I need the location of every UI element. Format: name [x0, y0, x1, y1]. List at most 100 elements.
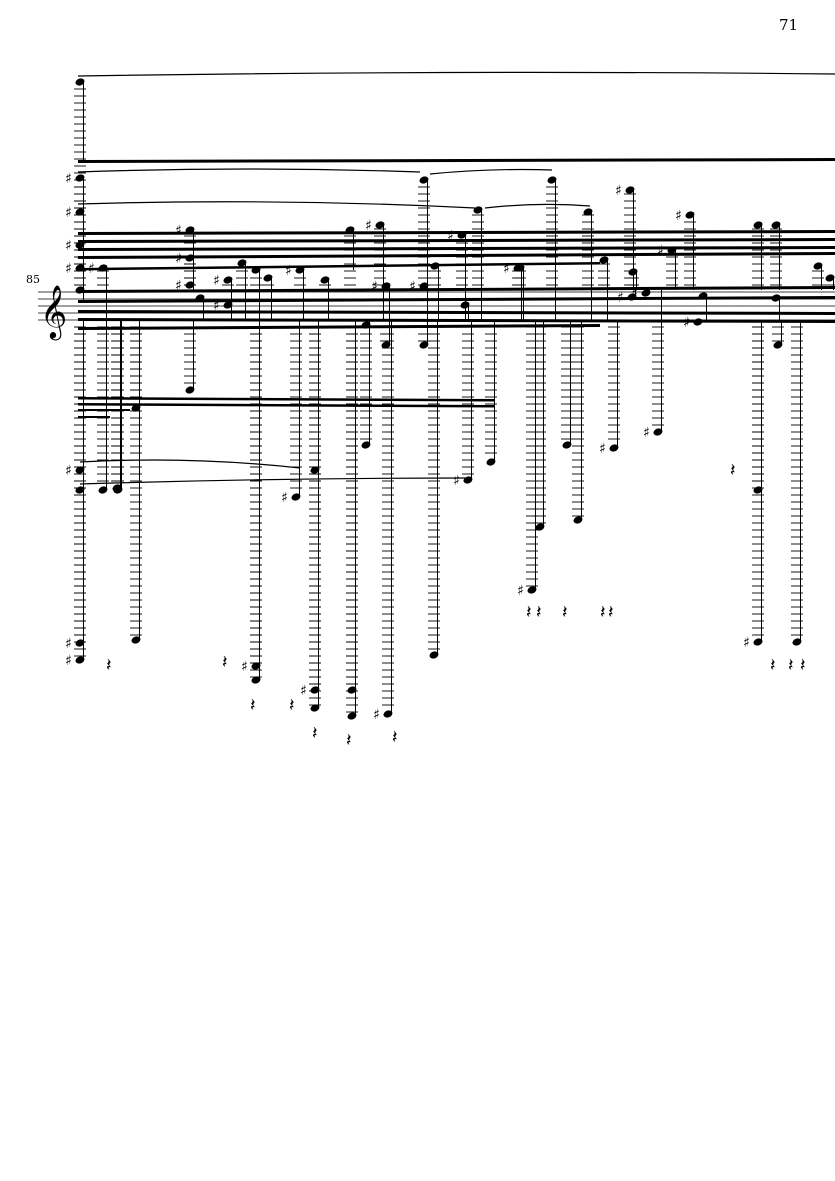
treble-clef-icon: 𝄞 — [40, 284, 67, 340]
sharp-icon: ♯ — [65, 205, 72, 221]
notehead — [381, 341, 391, 349]
sharp-icon: ♯ — [643, 425, 650, 441]
beam — [78, 252, 835, 259]
sharp-icon: ♯ — [65, 653, 72, 669]
notehead — [460, 301, 470, 309]
beam — [78, 286, 835, 293]
sharp-icon: ♯ — [175, 251, 182, 267]
score-body — [38, 71, 835, 720]
sharp-icon: ♯ — [285, 263, 292, 279]
notehead — [185, 281, 195, 289]
notehead — [419, 282, 429, 290]
beam — [78, 318, 835, 323]
beam — [78, 262, 600, 271]
sharp-icon: ♯ — [409, 279, 416, 295]
sharp-icon: ♯ — [241, 659, 248, 675]
notehead — [641, 289, 651, 297]
notehead — [685, 211, 695, 219]
rest-icon: 𝄽 — [312, 723, 318, 744]
notehead — [223, 276, 233, 284]
tie — [77, 168, 421, 173]
notehead — [628, 268, 638, 276]
notehead — [237, 259, 247, 267]
notehead — [131, 404, 141, 412]
notehead — [473, 206, 483, 214]
notehead — [527, 586, 537, 594]
rest-icon: 𝄽 — [250, 695, 256, 716]
sharp-icon: ♯ — [65, 238, 72, 254]
beam — [78, 416, 110, 418]
notehead — [599, 256, 609, 264]
measure-number: 85 — [26, 273, 40, 286]
notehead — [310, 466, 320, 474]
notehead — [251, 676, 261, 684]
tie — [79, 459, 301, 469]
notehead — [98, 486, 108, 494]
sharp-icon: ♯ — [88, 261, 95, 277]
sharp-icon: ♯ — [517, 583, 524, 599]
notehead — [295, 266, 305, 274]
tie — [77, 201, 476, 209]
rest-icon: 𝄽 — [346, 730, 352, 751]
notehead — [625, 186, 635, 194]
tie — [484, 203, 591, 209]
rest-icon: 𝄽 — [289, 695, 295, 716]
beam — [78, 296, 835, 303]
tie — [429, 168, 553, 175]
notehead — [347, 686, 357, 694]
notehead — [792, 638, 802, 646]
notehead — [75, 466, 85, 474]
notehead — [320, 276, 330, 284]
notehead — [75, 174, 85, 182]
notehead — [131, 636, 141, 644]
symbol-layer: 𝄞♯♯♯♯♯♯♯♯♯♯♯♯♯♯♯♯♯♯♯♯♯♯♯♯♯♯♯♯♯♯♯♯♯♯𝄽𝄽𝄽𝄽𝄽… — [40, 171, 806, 751]
notehead — [515, 264, 525, 272]
beam — [78, 158, 835, 163]
sharp-icon: ♯ — [65, 261, 72, 277]
rest-icon: 𝄽 — [800, 655, 806, 676]
rest-icon: 𝄽 — [562, 602, 568, 623]
sharp-icon: ♯ — [300, 683, 307, 699]
sharp-icon: ♯ — [65, 463, 72, 479]
sharp-icon: ♯ — [503, 261, 510, 277]
notehead — [562, 441, 572, 449]
rest-icon: 𝄽 — [730, 460, 736, 481]
rest-icon: 𝄽 — [392, 727, 398, 748]
rest-icon: 𝄽 — [526, 602, 532, 623]
notehead — [429, 651, 439, 659]
notehead — [771, 221, 781, 229]
notehead — [75, 78, 85, 86]
sharp-icon: ♯ — [65, 636, 72, 652]
rest-icon: 𝄽 — [536, 602, 542, 623]
rest-icon: 𝄽 — [222, 652, 228, 673]
notehead — [310, 704, 320, 712]
sharp-icon: ♯ — [657, 243, 664, 259]
notehead — [251, 662, 261, 670]
notehead — [653, 428, 663, 436]
notehead — [381, 282, 391, 290]
tie — [77, 71, 835, 77]
notehead — [583, 208, 593, 216]
notehead — [75, 656, 85, 664]
sharp-icon: ♯ — [365, 218, 372, 234]
sharp-icon: ♯ — [617, 290, 624, 306]
page-number: 71 — [779, 16, 799, 34]
sharp-icon: ♯ — [213, 273, 220, 289]
notehead — [535, 523, 545, 531]
notehead — [547, 176, 557, 184]
rest-icon: 𝄽 — [608, 602, 614, 623]
rest-icon: 𝄽 — [770, 655, 776, 676]
beam — [78, 310, 835, 315]
notehead — [419, 176, 429, 184]
notehead — [361, 441, 371, 449]
notehead — [75, 639, 85, 647]
notehead — [375, 221, 385, 229]
sharp-icon: ♯ — [175, 278, 182, 294]
rest-icon: 𝄽 — [106, 655, 112, 676]
notehead — [75, 208, 85, 216]
beam — [78, 409, 130, 411]
beam — [78, 403, 495, 408]
notehead — [825, 274, 835, 282]
notehead — [573, 516, 583, 524]
